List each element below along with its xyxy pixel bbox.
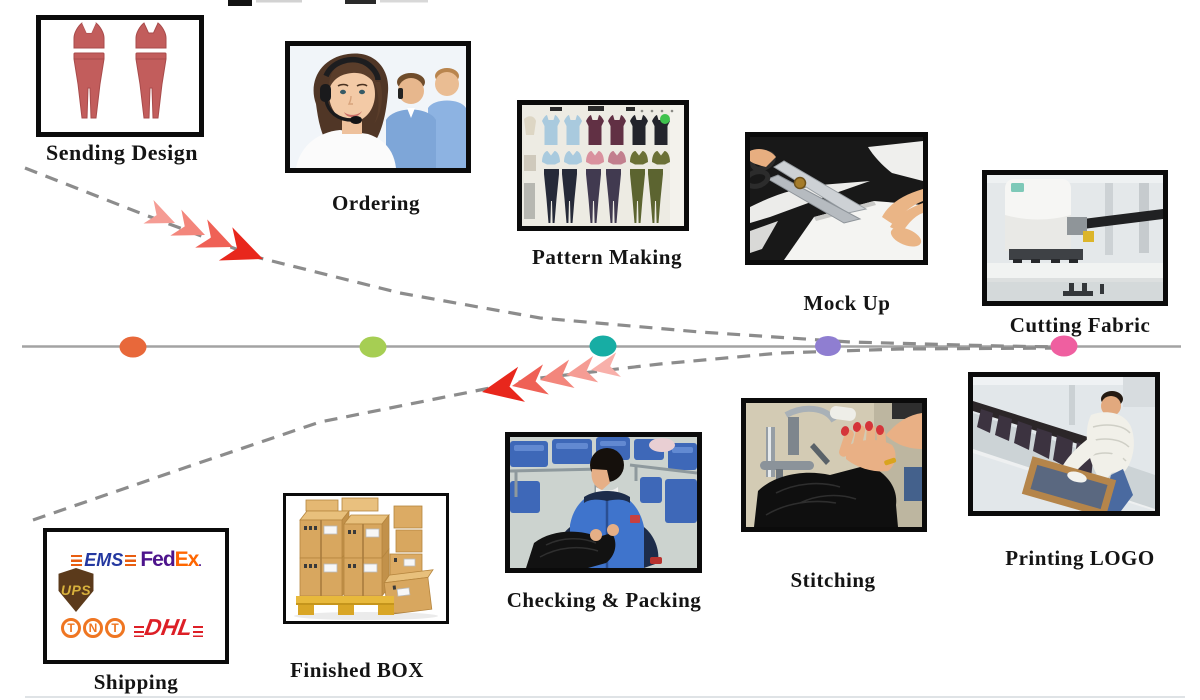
step-label-stitching: Stitching bbox=[790, 568, 876, 592]
pattern-cutting-photo bbox=[750, 137, 923, 260]
ordering-image bbox=[285, 41, 471, 173]
tnt-logo: T bbox=[61, 617, 81, 638]
sending-design-image bbox=[36, 15, 204, 137]
top-artifact bbox=[228, 0, 252, 6]
garment-pattern-board bbox=[522, 105, 684, 226]
bottom-divider bbox=[25, 696, 1185, 698]
ems-stripes-icon bbox=[71, 554, 83, 566]
ems-stripes-icon bbox=[125, 554, 137, 566]
dhl-logo: DHL bbox=[133, 614, 204, 640]
sewing-machine-photo bbox=[746, 403, 922, 527]
shipping-logos-row: T N T DHL bbox=[61, 614, 219, 640]
printing-logo-image bbox=[968, 372, 1160, 516]
quality-check-photo bbox=[510, 437, 697, 568]
flow-arrows-return bbox=[482, 352, 621, 402]
timeline-dot bbox=[589, 335, 617, 357]
ups-logo: UPS bbox=[58, 568, 94, 612]
ems-logo: EMS bbox=[84, 549, 124, 570]
mock-up-image bbox=[745, 132, 928, 265]
finished-box-image bbox=[283, 493, 449, 624]
step-label-ordering: Ordering bbox=[332, 191, 420, 215]
cutting-machine-photo bbox=[987, 175, 1163, 301]
timeline-dot bbox=[359, 336, 387, 358]
activewear-design-sketch bbox=[73, 22, 167, 119]
stitching-image bbox=[741, 398, 927, 532]
step-label-mock-up: Mock Up bbox=[803, 291, 891, 315]
carton-pallet-photo bbox=[286, 496, 446, 621]
step-label-checking-packing: Checking & Packing bbox=[506, 588, 702, 612]
fedex-logo: FedEx. bbox=[140, 548, 202, 571]
call-center-photo bbox=[290, 46, 466, 168]
timeline-dot bbox=[119, 336, 147, 358]
step-label-printing-logo: Printing LOGO bbox=[1005, 546, 1155, 570]
tnt-logo: T bbox=[105, 617, 125, 638]
pattern-making-image bbox=[517, 100, 689, 231]
step-label-cutting-fabric: Cutting Fabric bbox=[1009, 313, 1151, 337]
cutting-fabric-image bbox=[982, 170, 1168, 306]
shipping-image: EMS FedEx. UPS T N T DHL bbox=[43, 528, 229, 664]
tnt-logo: N bbox=[83, 617, 103, 638]
step-label-shipping: Shipping bbox=[93, 670, 179, 694]
step-label-pattern-making: Pattern Making bbox=[532, 245, 682, 269]
timeline-dots bbox=[119, 335, 1078, 358]
screen-printing-photo bbox=[973, 377, 1155, 511]
dashed-curve-bottom bbox=[32, 346, 1063, 522]
checking-packing-image bbox=[505, 432, 702, 573]
shipping-logos-row: EMS FedEx. bbox=[53, 548, 219, 572]
step-label-sending-design: Sending Design bbox=[46, 140, 198, 165]
step-label-finished-box: Finished BOX bbox=[290, 658, 424, 682]
dashed-curve-top bbox=[24, 166, 1063, 349]
timeline-dot bbox=[1050, 335, 1078, 357]
timeline-dot bbox=[815, 336, 841, 356]
flow-arrows-forward bbox=[143, 199, 263, 261]
